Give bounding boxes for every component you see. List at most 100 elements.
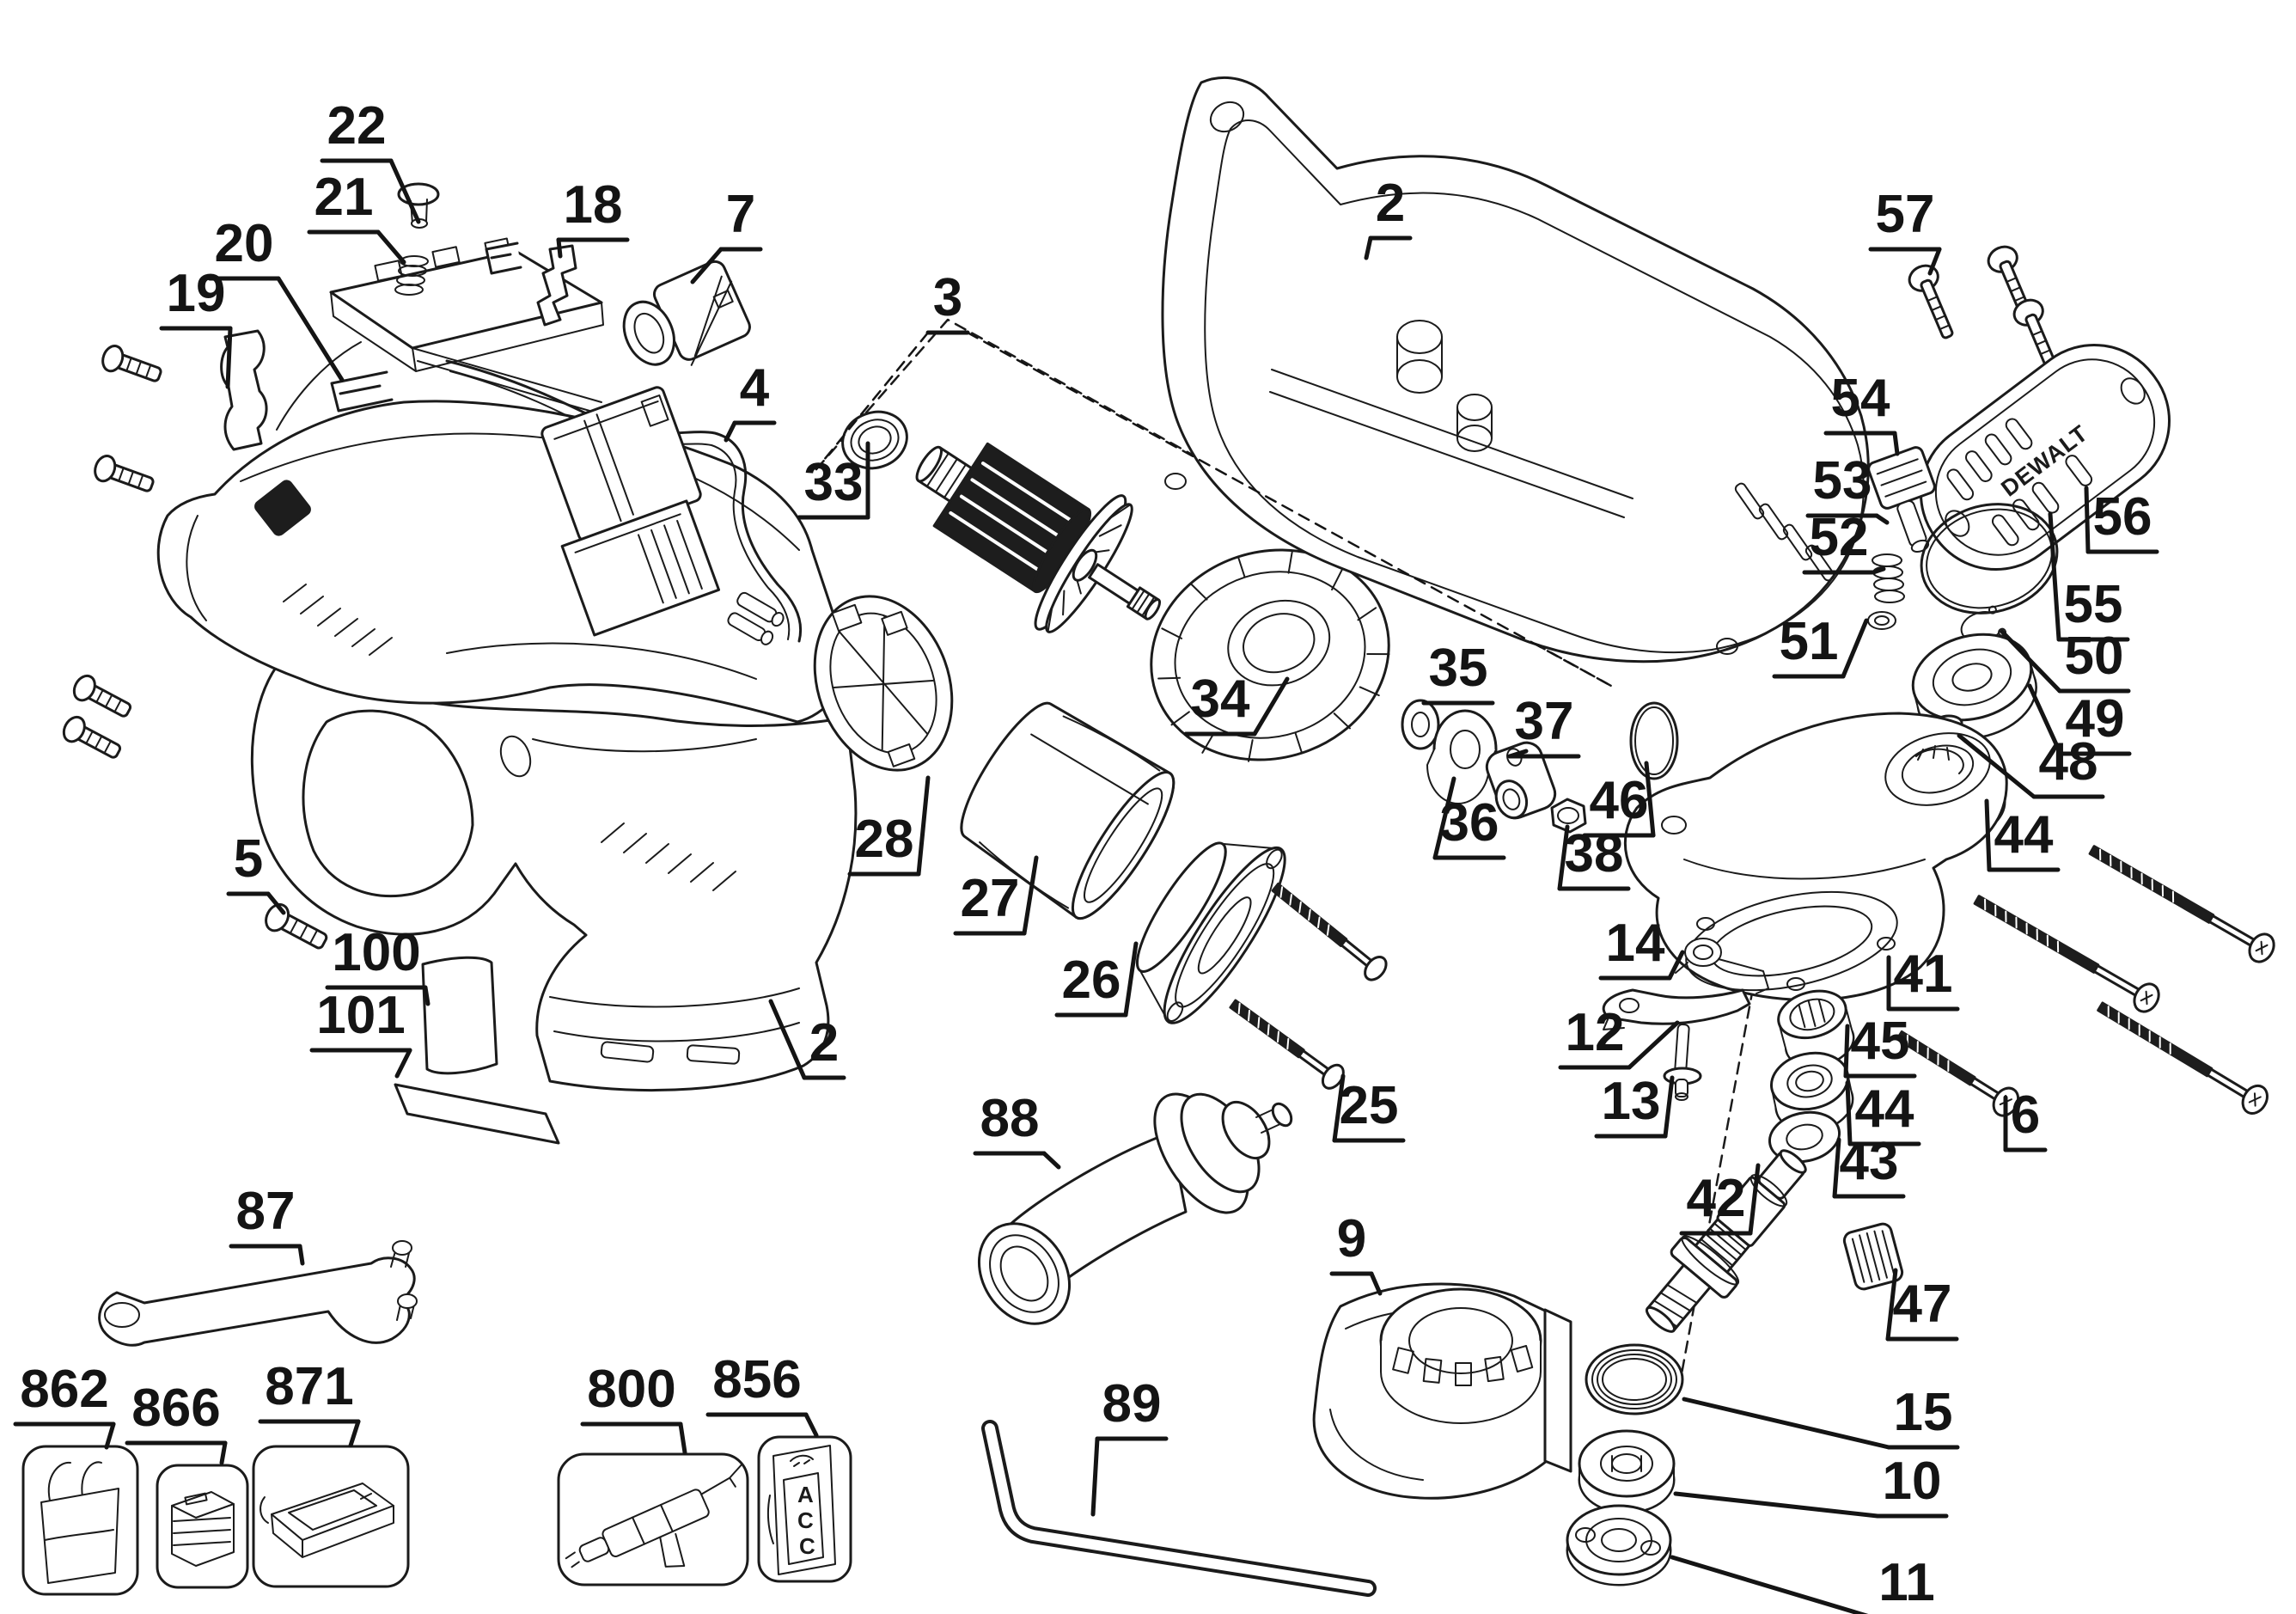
hex-key-89 [981, 1420, 1377, 1597]
svg-text:44: 44 [1855, 1079, 1914, 1139]
svg-text:45: 45 [1851, 1012, 1910, 1071]
acc-letter-a: A [797, 1482, 814, 1507]
svg-text:25: 25 [1340, 1076, 1399, 1135]
accessory-box-866 [156, 1464, 249, 1589]
washer-35 [1401, 699, 1440, 750]
svg-text:862: 862 [20, 1360, 108, 1419]
callout-3: 3 [815, 268, 1613, 688]
callout-35: 35 [1421, 639, 1495, 706]
callout-856: 856 [705, 1350, 819, 1438]
svg-text:38: 38 [1565, 824, 1624, 883]
label-101 [394, 1083, 560, 1145]
svg-text:89: 89 [1102, 1374, 1162, 1434]
clamp-nut-11 [1566, 1504, 1672, 1586]
svg-text:101: 101 [316, 986, 405, 1045]
callout-56: 56 [2084, 486, 2159, 554]
svg-text:18: 18 [564, 175, 623, 235]
callout-54: 54 [1823, 369, 1900, 456]
pin-13 [1663, 1023, 1702, 1101]
svg-text:21: 21 [314, 168, 374, 227]
svg-text:42: 42 [1687, 1169, 1746, 1228]
callout-12: 12 [1558, 1003, 1680, 1070]
svg-text:44: 44 [1994, 805, 2054, 865]
callout-44: 44 [1984, 798, 2061, 872]
svg-text:5: 5 [234, 829, 263, 889]
svg-text:41: 41 [1894, 945, 1953, 1004]
callout-15: 15 [1682, 1383, 1960, 1450]
callout-34: 34 [1183, 669, 1290, 737]
wire-clip-b [330, 370, 394, 413]
svg-text:88: 88 [980, 1089, 1040, 1148]
svg-text:26: 26 [1062, 951, 1121, 1010]
inner-frame-2 [1161, 76, 1870, 663]
callout-87: 87 [229, 1182, 305, 1266]
callout-27: 27 [953, 855, 1039, 936]
gear-case-41 [1623, 712, 2008, 1002]
callout-10: 10 [1673, 1452, 1949, 1519]
svg-text:56: 56 [2093, 487, 2152, 547]
accessory-box-862 [21, 1445, 139, 1596]
callout-100: 100 [325, 923, 430, 1006]
svg-text:87: 87 [236, 1182, 296, 1241]
washer-51 [1867, 611, 1896, 630]
svg-text:100: 100 [332, 923, 420, 982]
housing-screws [62, 345, 328, 950]
callout-88: 88 [973, 1089, 1061, 1170]
callout-43: 43 [1832, 1132, 1906, 1199]
callout-19: 19 [159, 264, 233, 389]
dewalt-badge [254, 480, 311, 536]
motor-screw-25a [1271, 883, 1388, 981]
svg-text:28: 28 [855, 810, 914, 869]
svg-text:50: 50 [2065, 627, 2124, 686]
svg-text:4: 4 [740, 358, 770, 418]
callout-22: 22 [320, 96, 421, 224]
svg-text:22: 22 [327, 96, 387, 156]
callout-13: 13 [1594, 1072, 1675, 1139]
nut-38 [1550, 798, 1587, 834]
svg-text:37: 37 [1515, 692, 1574, 751]
svg-text:9: 9 [1337, 1209, 1366, 1269]
svg-text:46: 46 [1590, 771, 1649, 830]
svg-text:13: 13 [1602, 1072, 1661, 1131]
svg-text:33: 33 [804, 453, 864, 512]
svg-text:856: 856 [712, 1350, 801, 1409]
svg-text:11: 11 [1878, 1553, 1935, 1612]
side-handle-88 [977, 1092, 1293, 1325]
svg-text:6: 6 [2011, 1085, 2040, 1145]
field-sleeve-27 [960, 701, 1175, 920]
callout-866: 866 [125, 1379, 228, 1465]
callout-101: 101 [309, 986, 412, 1079]
callout-89: 89 [1090, 1374, 1169, 1517]
svg-text:2: 2 [1376, 174, 1405, 233]
motor-screw-25b [1229, 999, 1345, 1090]
callout-2: 2 [1364, 174, 1413, 260]
backing-flange-10 [1578, 1429, 1676, 1514]
callout-26: 26 [1054, 941, 1139, 1018]
svg-text:49: 49 [2066, 689, 2125, 749]
fan-baffle-34 [1150, 548, 1390, 762]
callout-862: 862 [13, 1360, 116, 1450]
ring-36 [1426, 709, 1498, 804]
assembly-axis-lines [1676, 931, 1765, 1394]
svg-text:7: 7 [726, 185, 755, 244]
callout-20: 20 [207, 214, 345, 382]
svg-text:15: 15 [1894, 1383, 1953, 1442]
callout-41: 41 [1886, 945, 1960, 1012]
screws-6 [1896, 845, 2275, 1117]
callout-18: 18 [556, 175, 630, 259]
callout-55: 55 [2048, 511, 2130, 642]
electronics-module [540, 386, 702, 542]
brush-spring-52 [1872, 553, 1905, 603]
switch-bracket [536, 244, 577, 327]
svg-text:35: 35 [1429, 639, 1488, 698]
callout-42: 42 [1679, 1163, 1761, 1236]
callout-871: 871 [258, 1357, 361, 1448]
coupler-37 [1485, 741, 1557, 820]
motor-housing-upper [156, 400, 849, 724]
callout-46: 46 [1582, 761, 1656, 838]
callout-6: 6 [2003, 1085, 2048, 1152]
svg-text:14: 14 [1606, 914, 1665, 973]
svg-text:800: 800 [587, 1360, 675, 1419]
svg-text:48: 48 [2039, 732, 2098, 792]
